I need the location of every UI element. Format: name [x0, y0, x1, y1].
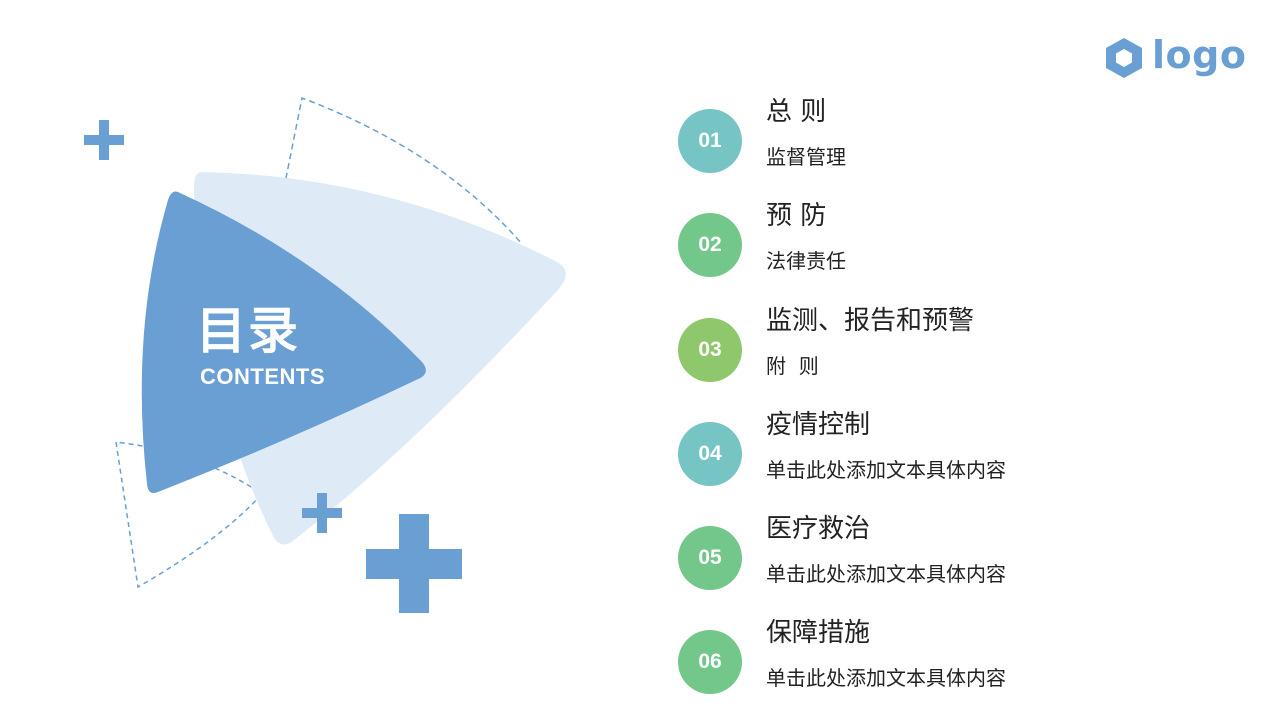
toc-item-06[interactable]: 06 保障措施 单击此处添加文本具体内容 [678, 618, 1238, 704]
item-subtitle: 法律责任 [766, 249, 846, 273]
page-subtitle: CONTENTS [200, 364, 325, 389]
item-title: 监测、报告和预警 [766, 306, 975, 336]
item-title: 总 则 [766, 97, 827, 127]
main-blue-shape [141, 191, 426, 493]
toc-item-03[interactable]: 03 监测、报告和预警 附 则 [678, 306, 1238, 392]
logo: logo [1104, 34, 1246, 82]
item-subtitle: 单击此处添加文本具体内容 [766, 666, 1006, 690]
page-title: 目录 [196, 302, 300, 360]
number-badge: 04 [678, 422, 742, 486]
item-title: 疫情控制 [766, 410, 871, 440]
number-badge: 02 [678, 213, 742, 277]
toc-item-04[interactable]: 04 疫情控制 单击此处添加文本具体内容 [678, 410, 1238, 496]
toc-item-05[interactable]: 05 医疗救治 单击此处添加文本具体内容 [678, 514, 1238, 600]
plus-icon-large [366, 514, 462, 613]
number-badge: 06 [678, 630, 742, 694]
item-subtitle: 监督管理 [766, 145, 846, 169]
item-subtitle: 单击此处添加文本具体内容 [766, 458, 1006, 482]
plus-icon-small-middle [302, 493, 342, 533]
item-subtitle: 附 则 [766, 354, 819, 378]
contents-title: 目录 CONTENTS [196, 306, 325, 388]
item-title: 医疗救治 [766, 514, 871, 544]
toc-item-02[interactable]: 02 预 防 法律责任 [678, 201, 1238, 287]
hexagon-logo-icon [1106, 38, 1142, 78]
number-badge: 01 [678, 109, 742, 173]
item-subtitle: 单击此处添加文本具体内容 [766, 562, 1006, 586]
number-badge: 05 [678, 526, 742, 590]
item-title: 保障措施 [766, 618, 871, 648]
item-title: 预 防 [766, 201, 827, 231]
plus-icon-small-top [84, 120, 124, 160]
toc-item-01[interactable]: 01 总 则 监督管理 [678, 97, 1238, 183]
dashed-outline-top [277, 96, 523, 245]
logo-text: logo [1152, 33, 1247, 77]
number-badge: 03 [678, 318, 742, 382]
